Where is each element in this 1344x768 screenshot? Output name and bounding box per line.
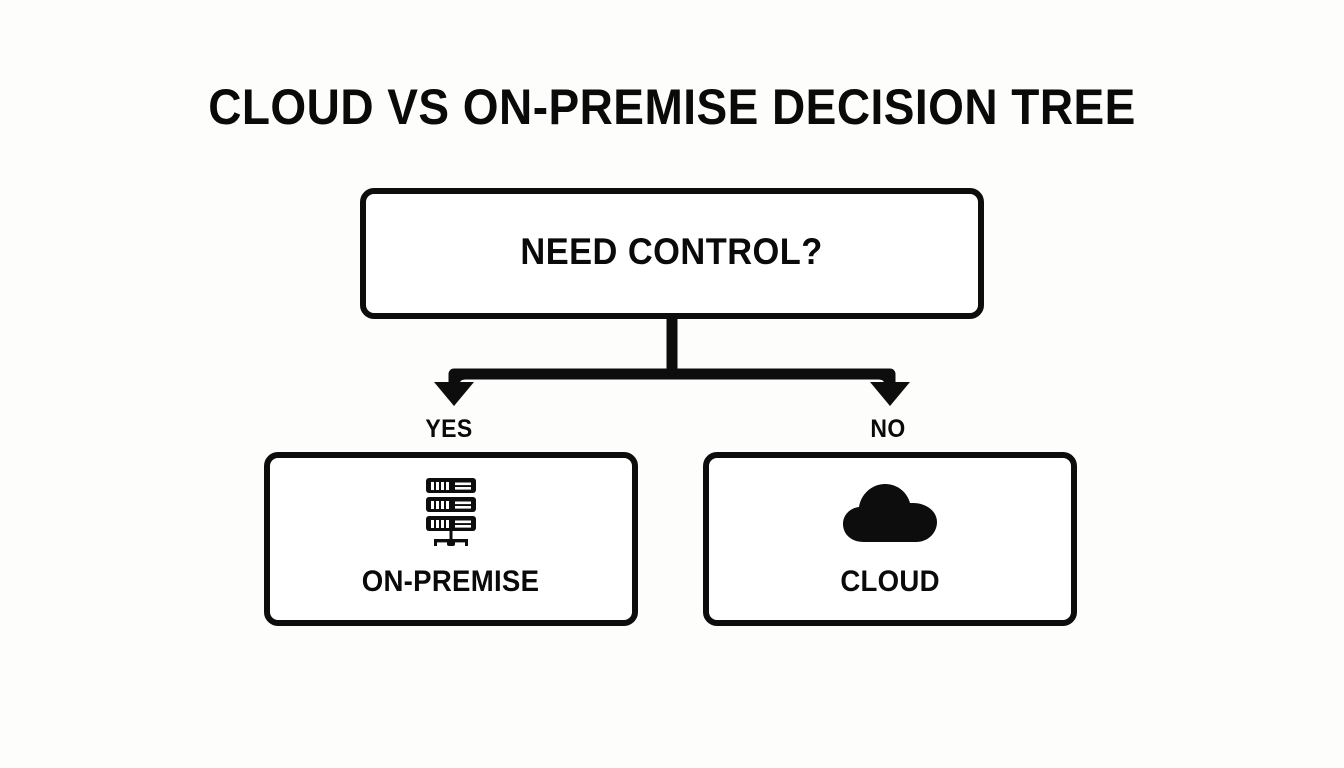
arrowhead-right-icon	[870, 382, 910, 406]
branch-label-yes: YES	[425, 415, 473, 443]
outcome-label-cloud: CLOUD	[840, 565, 940, 598]
outcome-label-on-premise: ON-PREMISE	[362, 565, 540, 598]
cloud-icon-wrap	[842, 475, 938, 551]
outcome-node-cloud[interactable]: CLOUD	[703, 452, 1077, 626]
server-rack-icon-wrap	[420, 475, 482, 551]
cloud-icon	[843, 484, 937, 542]
decision-node-label: NEED CONTROL?	[520, 230, 824, 272]
connector-lines	[434, 318, 910, 406]
branch-label-no: NO	[870, 415, 906, 443]
outcome-node-on-premise[interactable]: ON-PREMISE	[264, 452, 638, 626]
server-rack-icon	[426, 478, 476, 546]
page-title: CLOUD VS ON-PREMISE DECISION TREE	[208, 79, 1136, 135]
arrowhead-left-icon	[434, 382, 474, 406]
decision-node-need-control[interactable]: NEED CONTROL?	[360, 188, 984, 319]
